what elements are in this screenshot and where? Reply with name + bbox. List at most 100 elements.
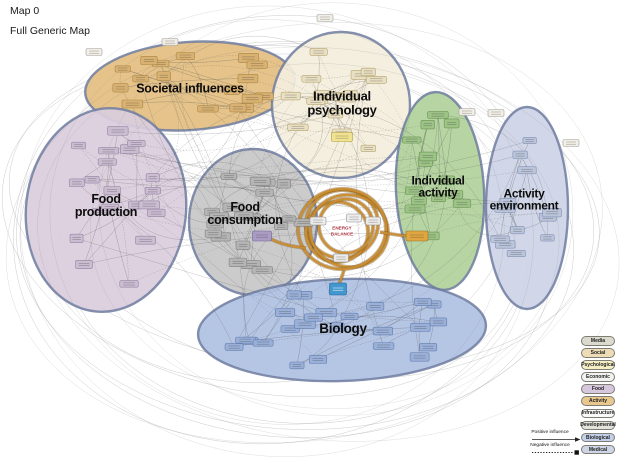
inter-cluster-edge — [101, 185, 265, 212]
map-number: Map 0 — [10, 5, 40, 17]
highlighted-node-biology — [329, 282, 347, 296]
inter-cluster-edge — [233, 71, 369, 348]
map-node — [542, 208, 562, 218]
inter-cluster-edge — [117, 114, 336, 135]
negative-influence-label: Negative influence — [530, 442, 570, 448]
intra-cluster-edge — [129, 149, 150, 205]
inter-cluster-edge — [313, 154, 521, 318]
map-node — [138, 200, 161, 210]
map-node — [135, 235, 156, 245]
map-node — [156, 71, 171, 81]
map-node — [206, 219, 224, 229]
highlighted-node-psychology — [331, 132, 353, 142]
legend-item-food: Food — [581, 384, 615, 394]
intra-cluster-edge — [91, 179, 146, 241]
cluster-label-food-consumption: Food consumption — [207, 200, 283, 227]
inter-cluster-edge — [260, 167, 463, 204]
cluster-label-individual-activity: Individual activity — [411, 173, 465, 200]
map-node — [97, 158, 117, 166]
map-node — [540, 234, 555, 242]
stray-node — [458, 108, 476, 116]
inter-cluster-edge — [156, 74, 361, 214]
energy-ring — [296, 187, 388, 271]
energy-box-east — [365, 216, 381, 226]
map-node — [490, 235, 510, 243]
map-node — [282, 215, 297, 223]
map-node — [306, 97, 326, 105]
map-node — [402, 136, 422, 144]
map-node — [409, 352, 430, 362]
energy-box-north — [346, 213, 362, 223]
map-node — [175, 52, 196, 60]
cluster-label-individual-psychology: Individual psychology — [307, 88, 377, 117]
map-node — [506, 250, 526, 257]
cluster-label-activity-environment: Activity environment — [489, 186, 559, 213]
map-node — [308, 355, 328, 364]
map-node — [241, 93, 263, 104]
inter-cluster-edge — [149, 156, 429, 210]
map-node — [132, 75, 149, 83]
intra-cluster-edge — [107, 161, 130, 284]
map-node — [413, 298, 432, 306]
map-node — [228, 257, 248, 267]
energy-link — [379, 230, 408, 238]
map-node — [235, 240, 251, 250]
inter-cluster-edge — [260, 170, 528, 186]
intra-cluster-edge — [120, 78, 248, 89]
legend-item-biological: Biological — [581, 432, 615, 443]
map-node — [75, 260, 93, 269]
map-node — [340, 312, 359, 320]
map-node — [280, 91, 301, 101]
map-node — [197, 105, 219, 113]
intra-cluster-edge — [437, 114, 447, 181]
map-node — [512, 150, 528, 160]
inter-cluster-edge — [152, 95, 336, 178]
map-node — [365, 75, 387, 84]
energy-ring — [317, 197, 375, 255]
inter-cluster-edge — [368, 71, 412, 141]
map-node — [289, 361, 305, 370]
intra-cluster-edge — [411, 140, 431, 236]
cluster-ellipse-individual-psychology — [270, 30, 412, 180]
legend-item-developmental: Developmental — [580, 420, 616, 431]
map-node — [112, 83, 129, 93]
map-node — [405, 186, 423, 195]
map-node — [229, 103, 247, 113]
intra-cluster-edge — [119, 68, 123, 88]
map-node — [447, 190, 464, 200]
map-node — [114, 65, 131, 73]
map-node — [309, 48, 328, 56]
inter-cluster-edge — [243, 218, 290, 341]
map-node — [84, 175, 100, 184]
web-ellipse — [20, 5, 534, 457]
cluster-label-food-production: Food production — [74, 192, 138, 219]
map-node — [372, 342, 395, 350]
intra-cluster-edge — [83, 130, 119, 265]
intra-cluster-edge — [78, 145, 153, 191]
map-node — [429, 317, 448, 327]
inter-cluster-edge — [140, 78, 428, 133]
inter-cluster-edge — [76, 238, 327, 313]
positive-influence-arrow — [532, 437, 581, 442]
web-ellipse — [98, 2, 574, 417]
map-node — [204, 229, 222, 238]
inter-cluster-edge — [243, 114, 336, 217]
intra-cluster-edge — [160, 63, 265, 97]
stray-node — [316, 14, 334, 22]
map-node — [224, 343, 244, 351]
inter-cluster-edge — [160, 63, 252, 265]
inter-cluster-edge — [315, 100, 501, 240]
map-node — [420, 120, 435, 130]
inter-cluster-edge — [163, 76, 246, 341]
map-node — [235, 336, 256, 344]
intra-cluster-edge — [438, 123, 452, 199]
map-node — [107, 126, 129, 136]
inter-cluster-edge — [117, 130, 306, 325]
map-node — [360, 144, 377, 152]
map-node — [145, 173, 160, 183]
legend-item-infrastructure: Infrastructure — [581, 408, 615, 419]
